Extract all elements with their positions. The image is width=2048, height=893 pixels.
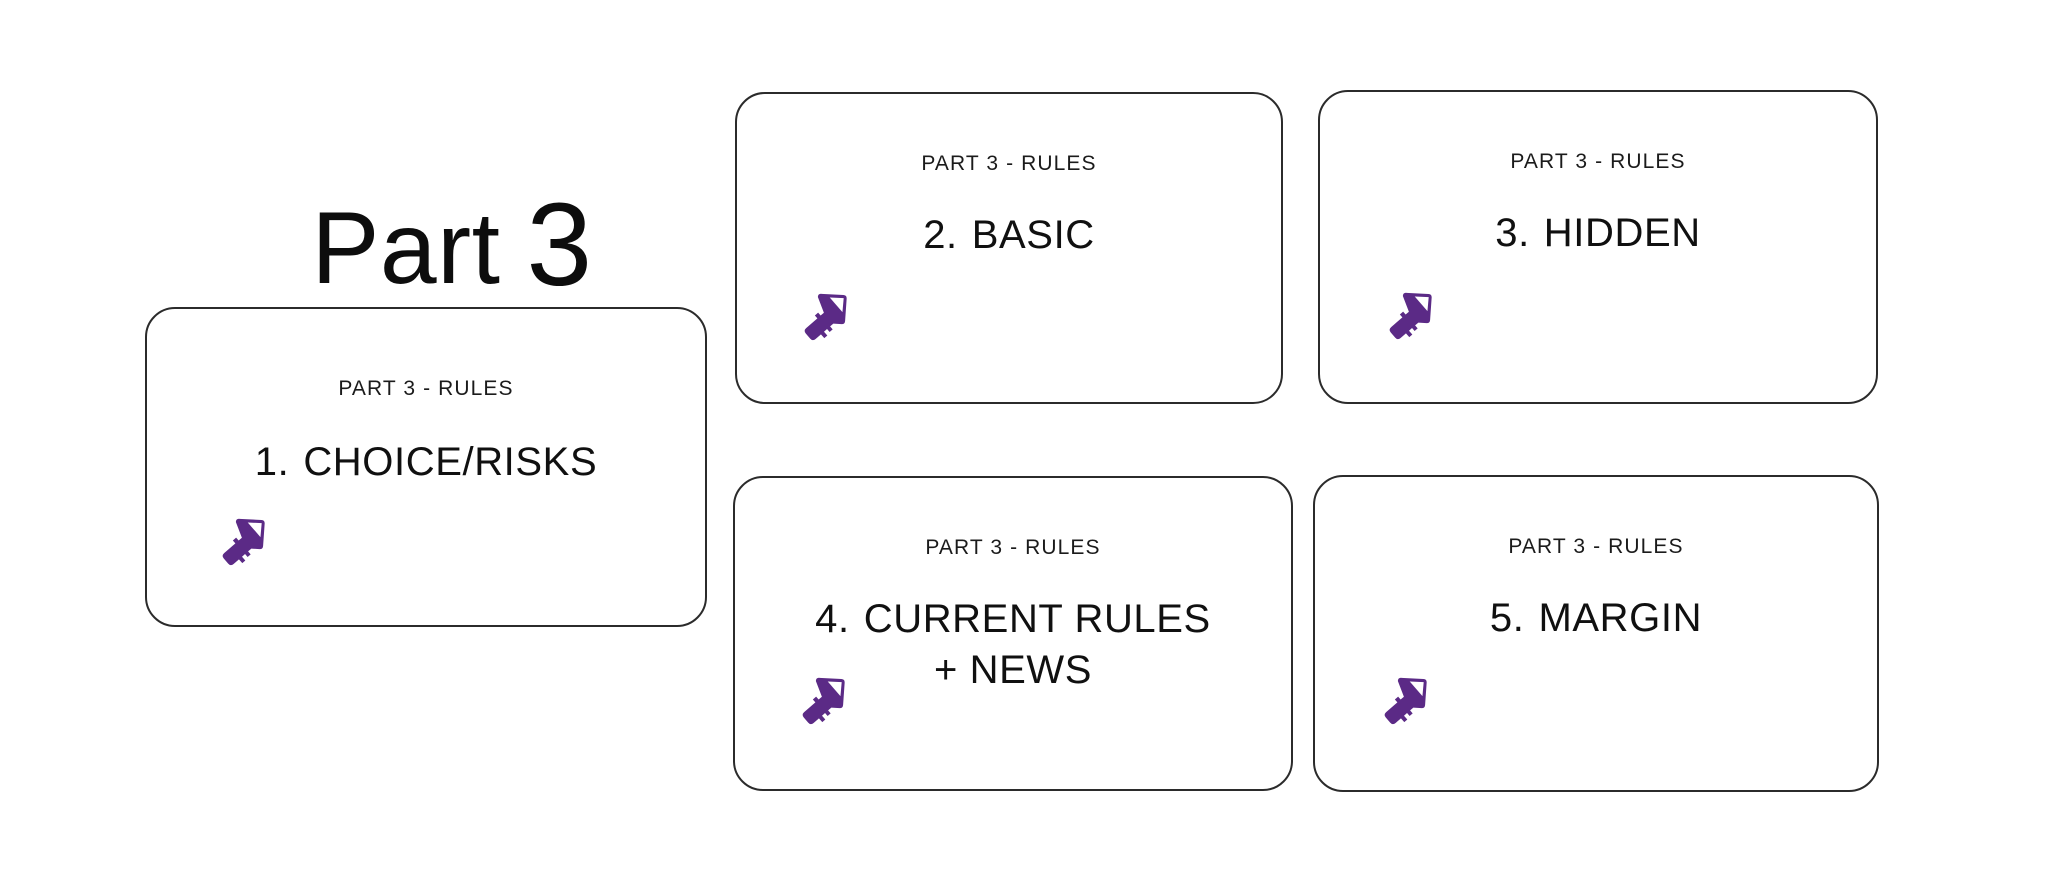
card-content: PART 3 - RULES 2. BASIC xyxy=(737,152,1281,261)
card-eyebrow: PART 3 - RULES xyxy=(925,536,1101,559)
card-heading: 4. CURRENT RULES + NEWS xyxy=(735,594,1291,696)
rule-card-3[interactable]: PART 3 - RULES 3. HIDDEN xyxy=(1318,90,1878,404)
card-title-text: MARGIN xyxy=(1538,596,1703,640)
card-number: 3. xyxy=(1495,211,1530,255)
card-number: 1. xyxy=(254,440,290,484)
rule-card-1[interactable]: PART 3 - RULES 1. CHOICE/RISKS xyxy=(145,307,707,627)
card-eyebrow: PART 3 - RULES xyxy=(1508,535,1684,558)
page-title-number: 3 xyxy=(526,179,593,311)
card-title-text: CURRENT RULES xyxy=(863,597,1211,641)
rule-card-2[interactable]: PART 3 - RULES 2. BASIC xyxy=(735,92,1283,404)
card-heading-line-1: 5. MARGIN xyxy=(1315,593,1877,644)
page-title-word: Part xyxy=(311,191,501,305)
card-number: 2. xyxy=(923,213,958,257)
card-number: 5. xyxy=(1489,596,1525,640)
card-content: PART 3 - RULES 1. CHOICE/RISKS xyxy=(147,377,705,488)
card-heading-line-1: 4. CURRENT RULES xyxy=(735,594,1291,645)
card-content: PART 3 - RULES 4. CURRENT RULES + NEWS xyxy=(735,536,1291,696)
card-title-text: CHOICE/RISKS xyxy=(303,440,598,484)
key-icon xyxy=(1364,268,1460,364)
rule-card-5[interactable]: PART 3 - RULES 5. MARGIN xyxy=(1313,475,1879,792)
card-heading: 3. HIDDEN xyxy=(1320,208,1876,259)
card-eyebrow: PART 3 - RULES xyxy=(1510,150,1686,173)
card-eyebrow: PART 3 - RULES xyxy=(338,377,514,400)
card-heading-line-1: 2. BASIC xyxy=(737,210,1281,261)
card-heading: 1. CHOICE/RISKS xyxy=(147,437,705,488)
card-number: 4. xyxy=(815,597,850,641)
key-icon xyxy=(779,269,875,365)
card-heading-line-1: 3. HIDDEN xyxy=(1320,208,1876,259)
card-content: PART 3 - RULES 3. HIDDEN xyxy=(1320,150,1876,259)
key-icon xyxy=(197,494,293,590)
card-heading: 5. MARGIN xyxy=(1315,593,1877,644)
rule-card-4[interactable]: PART 3 - RULES 4. CURRENT RULES + NEWS xyxy=(733,476,1293,791)
card-heading-line-2: + NEWS xyxy=(933,648,1093,693)
card-title-text: HIDDEN xyxy=(1543,211,1701,255)
card-heading-line-1: 1. CHOICE/RISKS xyxy=(147,437,705,488)
card-content: PART 3 - RULES 5. MARGIN xyxy=(1315,535,1877,644)
card-eyebrow: PART 3 - RULES xyxy=(921,152,1097,175)
key-icon xyxy=(1359,653,1455,749)
card-heading: 2. BASIC xyxy=(737,210,1281,261)
card-title-text: BASIC xyxy=(971,213,1095,257)
